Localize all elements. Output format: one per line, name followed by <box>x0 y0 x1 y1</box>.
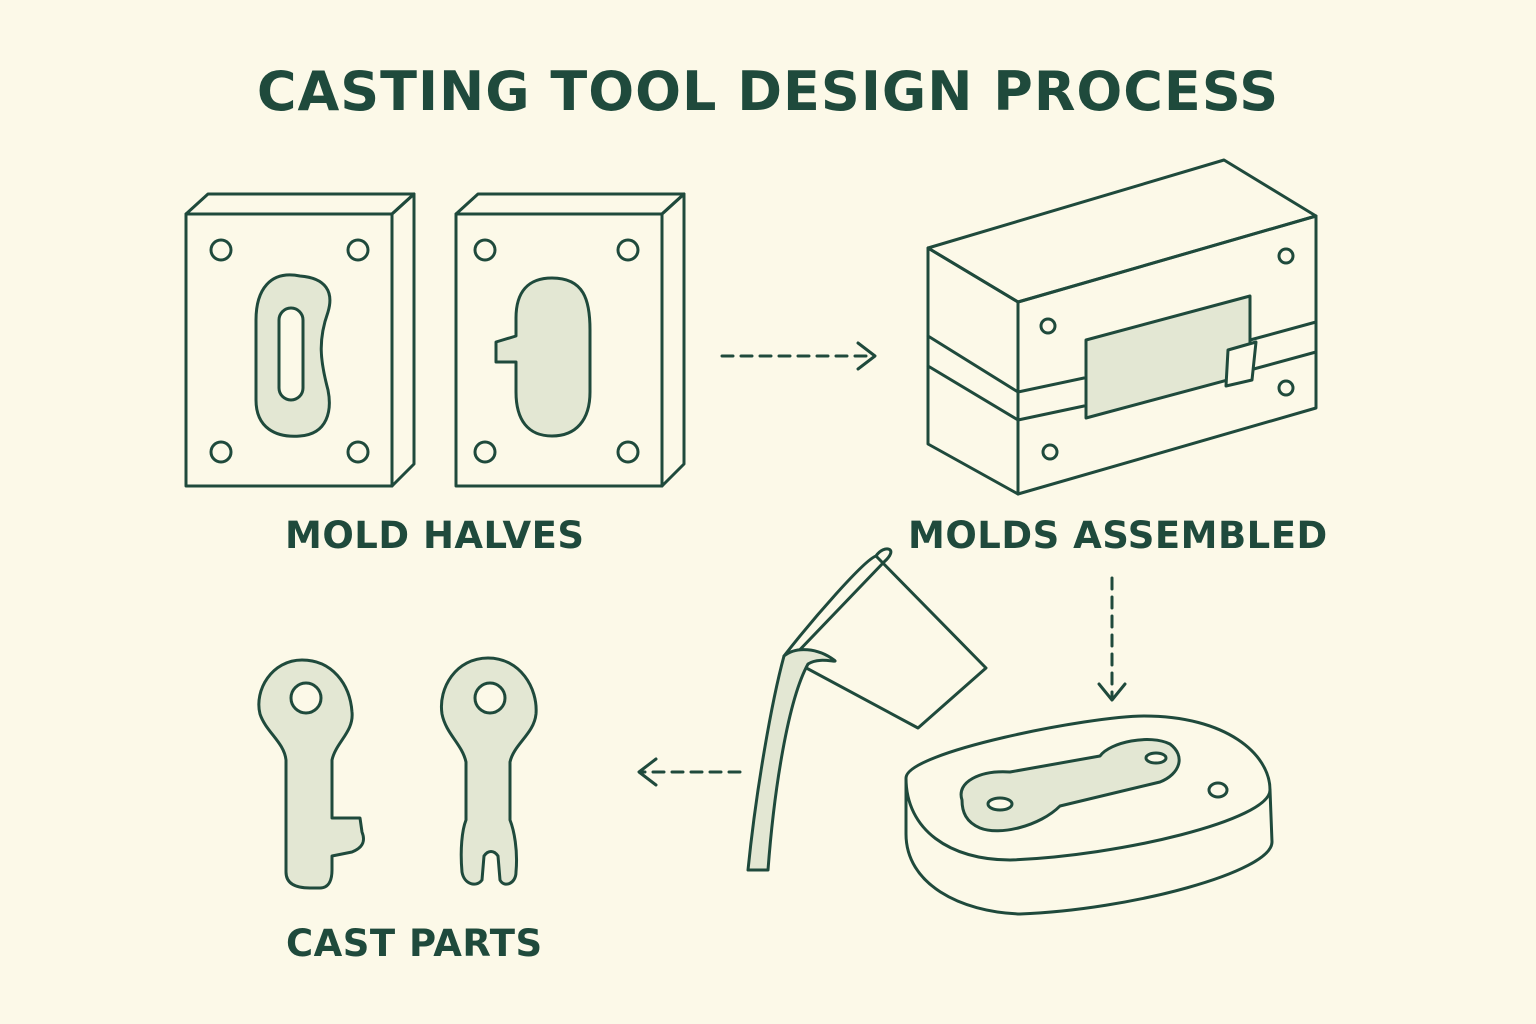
bolt-hole <box>616 440 640 464</box>
cavity-hole <box>1144 751 1168 765</box>
assembled-top <box>926 158 1318 304</box>
mold-half-left <box>184 192 416 488</box>
bolt-hole <box>473 440 497 464</box>
bolt-hole <box>1039 317 1057 335</box>
cast-part-key-hole <box>289 681 323 715</box>
arrow-head <box>1097 682 1127 702</box>
open-mold <box>904 714 1274 916</box>
mold-half-left-top <box>184 192 416 216</box>
arrow-to-assembly <box>720 341 877 371</box>
pouring-ladle <box>746 547 988 872</box>
mold-half-left-side <box>390 192 416 488</box>
step-label-mold-halves: MOLD HALVES <box>285 514 585 557</box>
bolt-hole <box>209 440 233 464</box>
step-label-cast-parts: CAST PARTS <box>286 922 543 965</box>
assembled-mold <box>926 158 1318 496</box>
arrow-to-pouring <box>1097 576 1127 702</box>
bolt-hole <box>346 440 370 464</box>
cast-part-wrench <box>439 656 538 886</box>
cast-part-key-shape <box>257 658 366 890</box>
cast-part-wrench-hole <box>473 681 507 715</box>
step-label-molds-assembled: MOLDS ASSEMBLED <box>908 514 1328 557</box>
assembled-front <box>926 246 1020 496</box>
bolt-hole <box>209 238 233 262</box>
arrow-head <box>637 757 658 787</box>
parting-line <box>926 320 1318 394</box>
parting-line-lower <box>926 350 1318 422</box>
arrow-to-parts <box>637 757 742 787</box>
cast-part-key <box>257 658 366 890</box>
mold-half-right-side <box>660 192 686 488</box>
bolt-hole <box>1207 781 1229 799</box>
assembled-tab <box>1224 340 1258 388</box>
mold-half-right <box>454 192 686 488</box>
bolt-hole <box>616 238 640 262</box>
bolt-hole <box>473 238 497 262</box>
open-mold-cavity <box>959 738 1181 833</box>
cavity-right <box>494 276 592 438</box>
assembled-window <box>1084 294 1252 420</box>
ladle-body <box>782 554 988 730</box>
diagram-title: CASTING TOOL DESIGN PROCESS <box>256 60 1280 123</box>
cavity-hole <box>986 796 1014 812</box>
bolt-hole <box>1277 247 1295 265</box>
assembled-side <box>1016 214 1318 496</box>
cast-part-wrench-shape <box>439 656 538 886</box>
arrow-head <box>856 341 877 371</box>
molten-stream <box>746 648 837 872</box>
bolt-hole <box>346 238 370 262</box>
bolt-hole <box>1041 443 1059 461</box>
bolt-hole <box>1277 379 1295 397</box>
cavity-left-slot <box>277 306 305 402</box>
open-mold-base <box>904 778 1274 916</box>
ladle-rim <box>788 547 893 662</box>
mold-half-right-top <box>454 192 686 216</box>
